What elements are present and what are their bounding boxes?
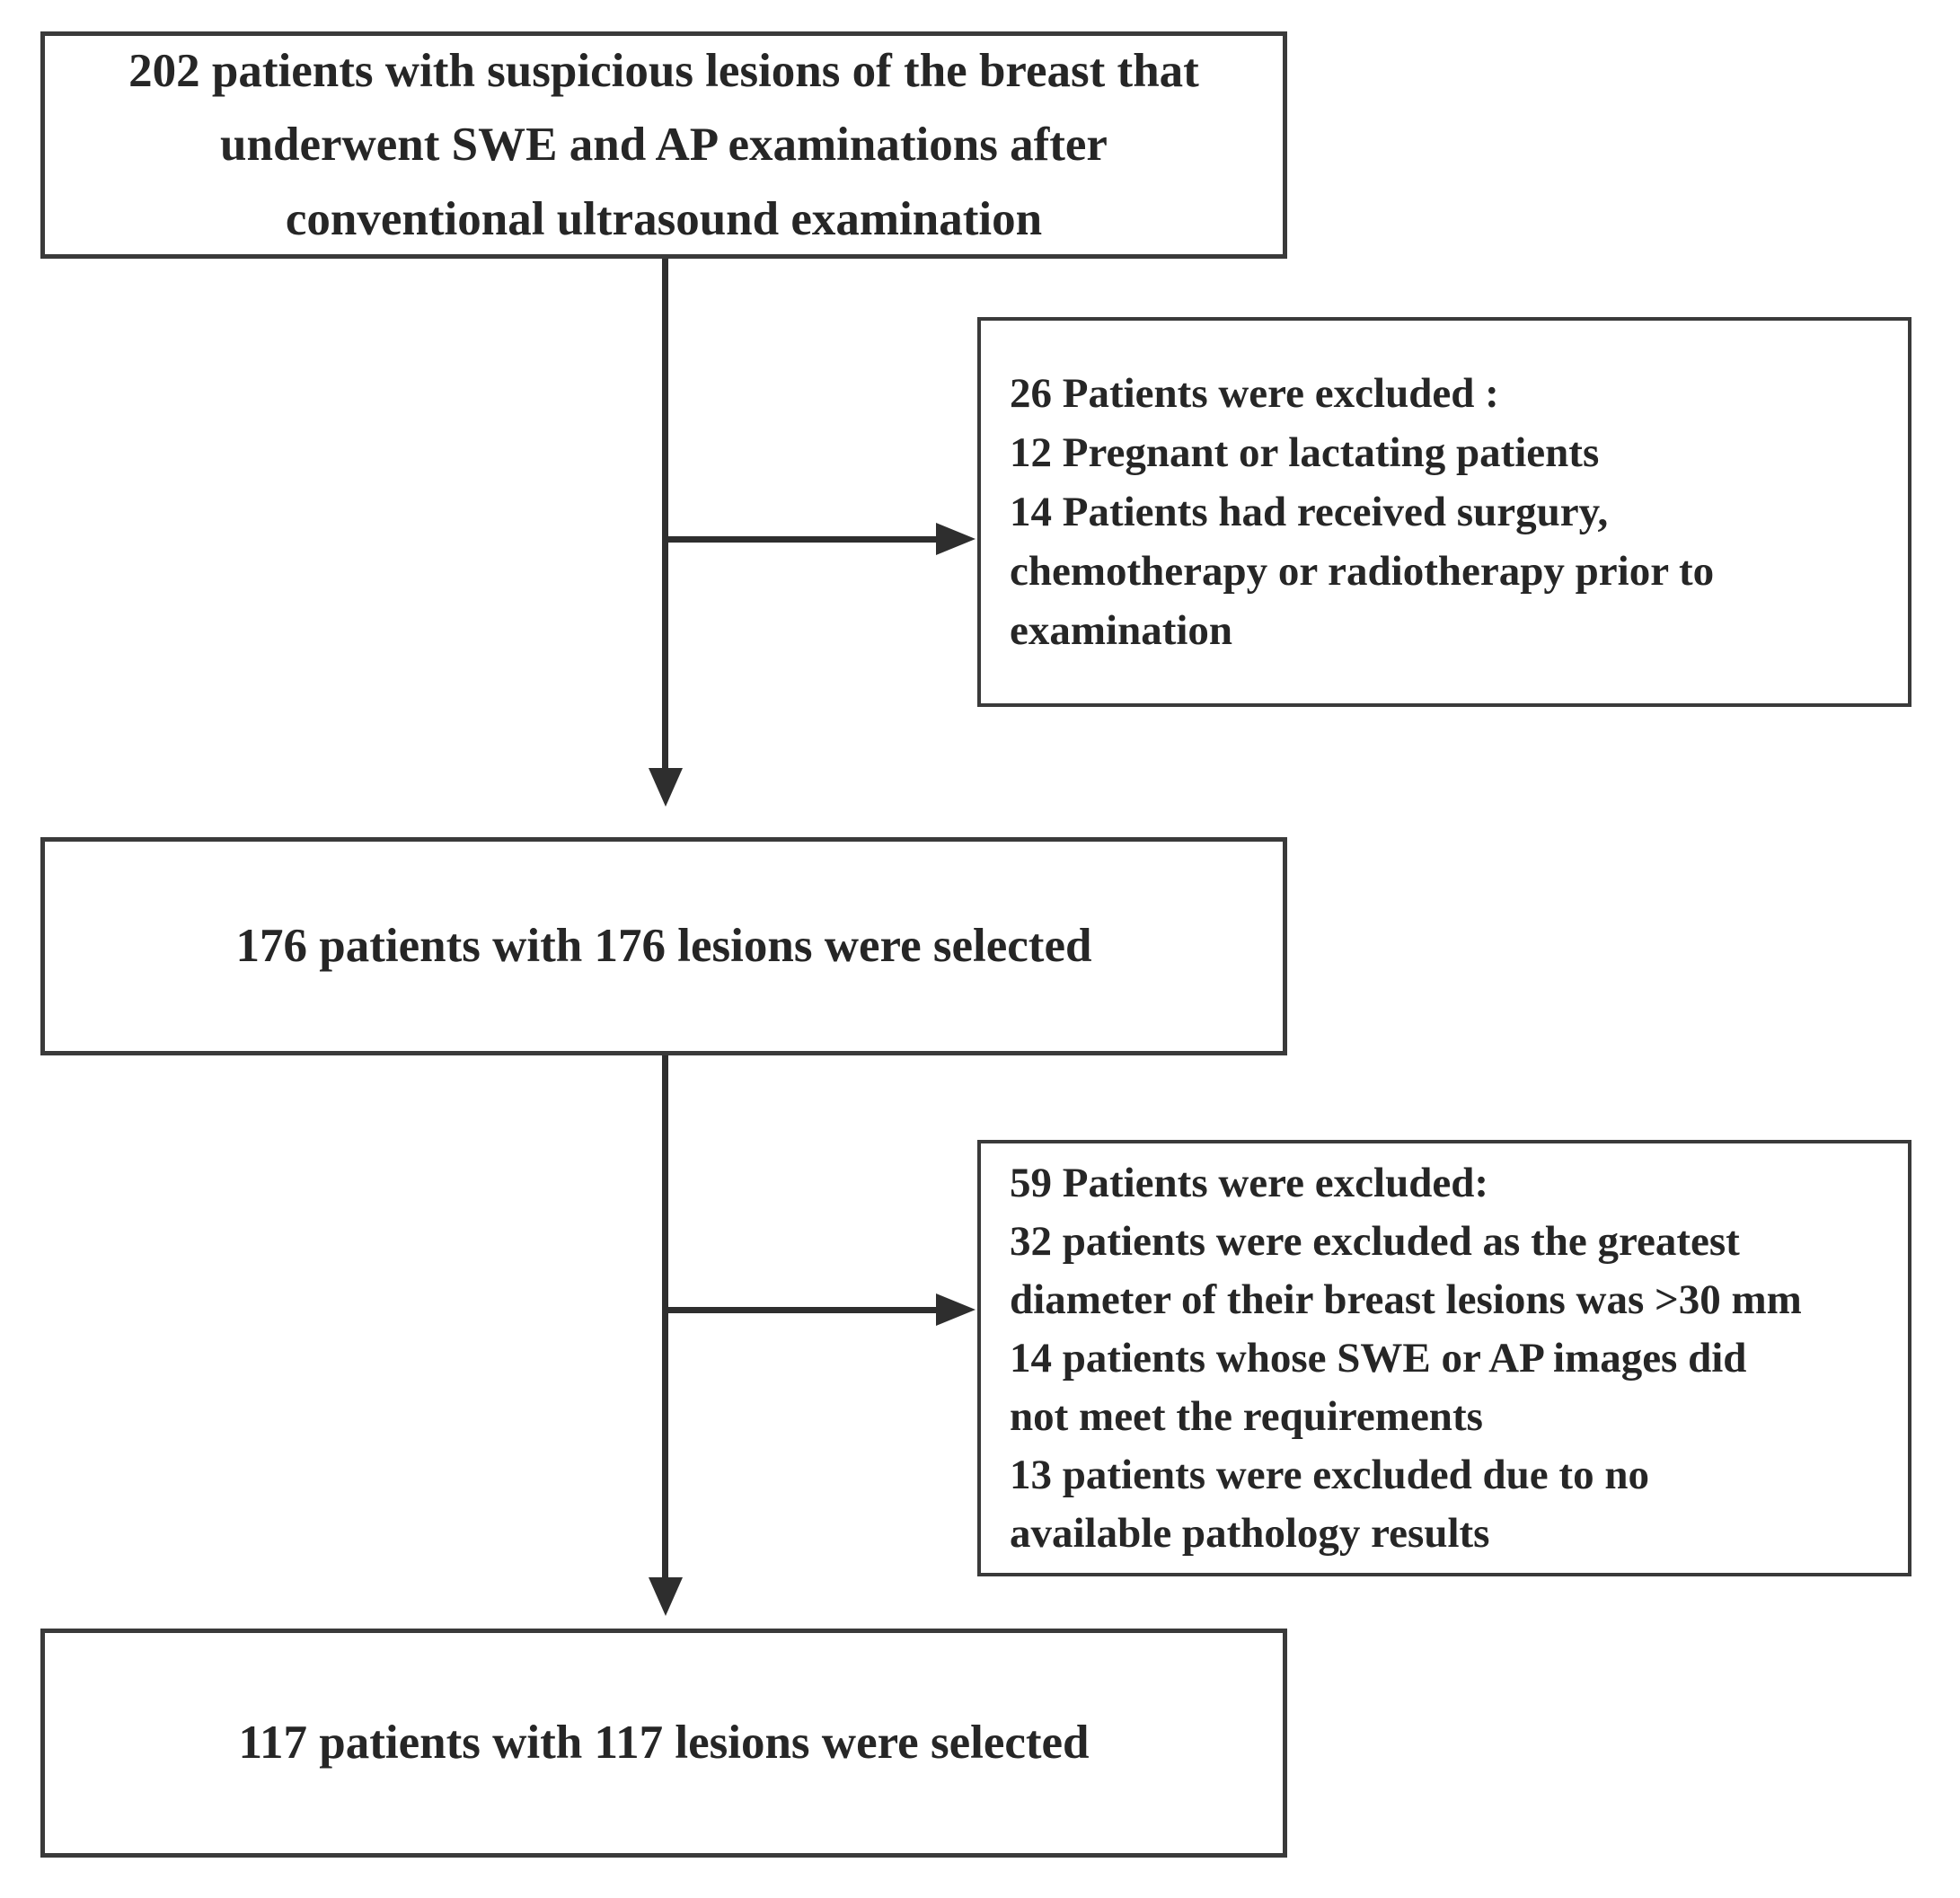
node-text-line: 176 patients with 176 lesions were selec… <box>235 920 1092 973</box>
node-exclusion-second: 59 Patients were excluded: 32 patients w… <box>977 1140 1911 1576</box>
node-text-line: examination <box>1010 607 1233 654</box>
arrowhead-down-icon <box>649 1577 683 1616</box>
arrowhead-right-icon <box>936 1293 976 1326</box>
node-text-line: 32 patients were excluded as the greates… <box>1010 1217 1740 1265</box>
node-text-line: 117 patients with 117 lesions were selec… <box>238 1717 1090 1770</box>
node-text-line: chemotherapy or radiotherapy prior to <box>1010 548 1715 595</box>
node-text-line: 12 Pregnant or lactating patients <box>1010 429 1600 476</box>
node-selected-final: 117 patients with 117 lesions were selec… <box>40 1629 1287 1858</box>
arrowhead-down-icon <box>649 768 683 807</box>
node-text-line: 14 Patients had received surgury, <box>1010 489 1609 535</box>
arrow-down-1-shaft <box>662 259 668 768</box>
node-text-line: 202 patients with suspicious lesions of … <box>128 45 1199 98</box>
node-text-line: available pathology results <box>1010 1509 1490 1557</box>
arrow-right-2-shaft <box>665 1307 936 1313</box>
node-text-line: 13 patients were excluded due to no <box>1010 1451 1649 1498</box>
node-text-line: 26 Patients were excluded : <box>1010 370 1499 417</box>
node-text-line: conventional ultrasound examination <box>285 192 1043 245</box>
node-selected-first: 176 patients with 176 lesions were selec… <box>40 837 1287 1055</box>
arrowhead-right-icon <box>936 523 976 555</box>
node-text-line: not meet the requirements <box>1010 1392 1483 1440</box>
node-exclusion-first: 26 Patients were excluded : 12 Pregnant … <box>977 317 1911 707</box>
node-text-line: 59 Patients were excluded: <box>1010 1159 1488 1206</box>
node-initial-patients: 202 patients with suspicious lesions of … <box>40 31 1287 259</box>
arrow-right-1-shaft <box>665 536 936 543</box>
node-text-line: 14 patients whose SWE or AP images did <box>1010 1334 1747 1382</box>
node-text-line: diameter of their breast lesions was >30… <box>1010 1276 1802 1323</box>
arrow-down-2-shaft <box>662 1055 668 1577</box>
node-text-line: underwent SWE and AP examinations after <box>220 119 1108 172</box>
